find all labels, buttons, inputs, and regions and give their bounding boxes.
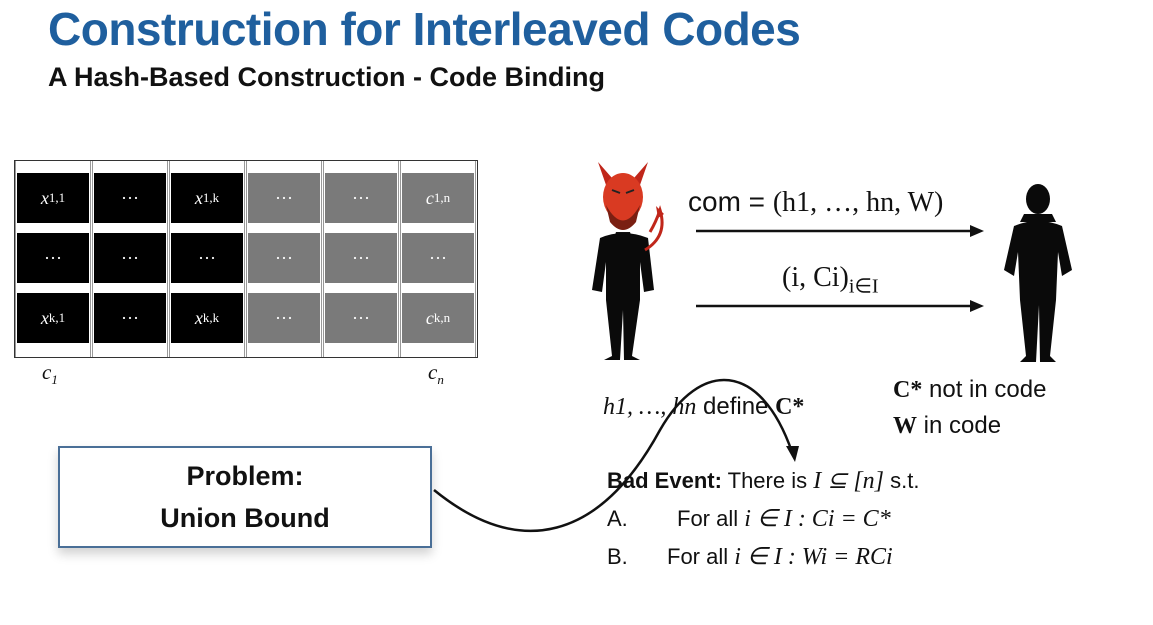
commitment-message: com = (h1, …, hn, W) xyxy=(688,186,944,218)
matrix-cell: ··· xyxy=(325,293,397,343)
commitment-arrow xyxy=(696,225,984,237)
problem-box: Problem: Union Bound xyxy=(58,446,432,548)
matrix-cell: ··· xyxy=(325,233,397,283)
matrix-column: ··· ··· ··· xyxy=(246,161,322,357)
opening-message: (i, Ci)i∈I xyxy=(782,262,879,298)
matrix-cell: ··· xyxy=(248,173,320,223)
matrix-cell: ··· xyxy=(94,233,166,283)
column-label-first: c1 xyxy=(42,360,58,388)
bad-event-block: Bad Event: There is I ⊆ [n] s.t. A.For a… xyxy=(607,468,920,570)
devil-person-icon xyxy=(592,162,664,360)
matrix-cell: ··· xyxy=(17,233,89,283)
matrix-cell: ··· xyxy=(94,173,166,223)
curved-connector-arrow xyxy=(433,378,799,533)
matrix-cell: ··· xyxy=(402,233,474,283)
matrix-cell: ··· xyxy=(325,173,397,223)
opening-arrow xyxy=(696,300,984,312)
matrix-cell: ··· xyxy=(171,233,243,283)
matrix-column: ··· ··· ··· xyxy=(323,161,399,357)
code-membership-notes: C* not in code W in code xyxy=(893,376,1047,439)
person-silhouette-icon xyxy=(1004,184,1072,362)
define-text: h1, …, hn define C* xyxy=(603,393,805,420)
matrix-column: ··· ··· ··· xyxy=(92,161,168,357)
slide-subtitle: A Hash-Based Construction - Code Binding xyxy=(48,62,606,92)
matrix-cell: ··· xyxy=(248,233,320,283)
column-label-last: cn xyxy=(428,360,444,388)
matrix-cell: ··· xyxy=(94,293,166,343)
slide-title: Construction for Interleaved Codes xyxy=(48,3,801,55)
matrix-cell: ··· xyxy=(248,293,320,343)
